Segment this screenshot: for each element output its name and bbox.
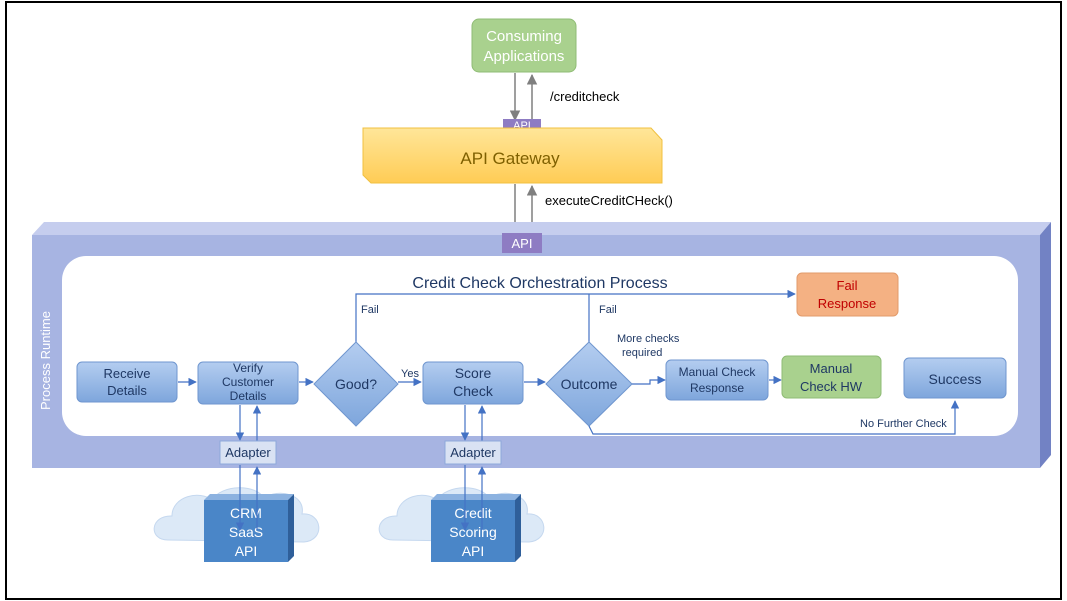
no-further-check-route (588, 400, 960, 435)
receive-details-label-2: Details (107, 383, 147, 398)
score-check-label-2: Check (453, 383, 494, 399)
verify-customer-details-step[interactable]: Verify Customer Details (197, 361, 299, 405)
good-fail-route (355, 289, 796, 342)
good-decision-label: Good? (335, 376, 377, 392)
score-check-step[interactable]: Score Check (422, 361, 524, 405)
crm-api-label-3: API (235, 543, 258, 559)
orchestration-title: Credit Check Orchestration Process (412, 275, 667, 292)
scoring-api-label-2: Scoring (449, 524, 496, 540)
more-checks-label-1: More checks (617, 333, 680, 345)
outcome-to-manual-arrow (632, 375, 666, 385)
consuming-applications-label-2: Applications (484, 48, 565, 65)
manual-hw-label-1: Manual (810, 361, 853, 376)
fail-response-label-2: Response (818, 296, 877, 311)
crm-api-label-2: SaaS (229, 524, 263, 540)
crm-api-label-1: CRM (230, 505, 262, 521)
manual-check-response-step[interactable]: Manual Check Response (665, 359, 769, 401)
crm-adapter-label: Adapter (225, 445, 271, 460)
good-fail-label: Fail (361, 304, 379, 316)
manual-response-label-1: Manual Check (679, 365, 757, 379)
success-step[interactable]: Success (903, 357, 1007, 399)
credit-scoring-api-box[interactable]: Credit Scoring API (431, 494, 521, 562)
fail-response-label-1: Fail (837, 278, 858, 293)
good-yes-label: Yes (401, 368, 419, 380)
api-gateway-label: API Gateway (460, 149, 560, 168)
receive-details-step[interactable]: Receive Details (76, 361, 178, 403)
consuming-applications-label-1: Consuming (486, 28, 562, 45)
crm-adapter[interactable]: Adapter (219, 440, 277, 465)
consuming-applications-box[interactable]: Consuming Applications (471, 18, 577, 73)
outcome-fail-label: Fail (599, 304, 617, 316)
more-checks-label-2: required (622, 347, 662, 359)
scoring-api-label-1: Credit (454, 505, 491, 521)
svg-text:API: API (512, 236, 533, 251)
manual-check-hw-step[interactable]: Manual Check HW (781, 355, 882, 399)
orchestration-panel (62, 256, 1018, 436)
verify-label-2: Customer (222, 375, 274, 389)
crm-saas-api-box[interactable]: CRM SaaS API (204, 494, 294, 562)
success-label: Success (929, 371, 982, 387)
scoring-adapter-label: Adapter (450, 445, 496, 460)
creditcheck-edge-label: /creditcheck (550, 89, 620, 104)
fail-response-box[interactable]: Fail Response (796, 272, 899, 317)
outcome-decision[interactable]: Outcome (545, 341, 633, 427)
runtime-api-tag: API (502, 233, 542, 253)
good-decision[interactable]: Good? (313, 341, 399, 427)
process-runtime-side-label: Process Runtime (38, 311, 53, 410)
outcome-decision-label: Outcome (561, 376, 618, 392)
manual-response-label-2: Response (690, 381, 744, 395)
scoring-api-label-3: API (462, 543, 485, 559)
verify-label-1: Verify (233, 361, 263, 375)
receive-details-label-1: Receive (104, 366, 151, 381)
no-further-check-label: No Further Check (860, 418, 947, 430)
manual-hw-label-2: Check HW (800, 379, 863, 394)
api-gateway-box[interactable]: API Gateway (362, 127, 663, 184)
verify-label-3: Details (230, 389, 267, 403)
score-check-label-1: Score (455, 365, 492, 381)
scoring-adapter[interactable]: Adapter (444, 440, 502, 465)
execute-credit-check-edge-label: executeCreditCHeck() (545, 193, 673, 208)
